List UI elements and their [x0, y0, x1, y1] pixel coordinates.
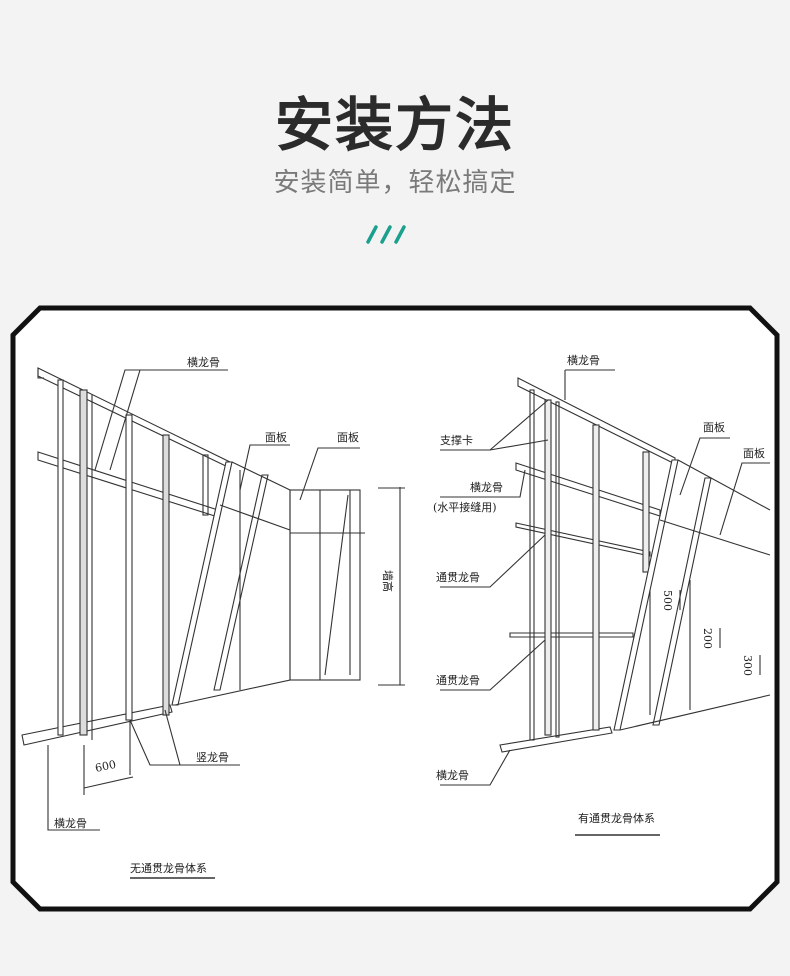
right-frame-drawing [440, 369, 771, 836]
label-brace-clip: 支撑卡 [440, 433, 473, 447]
label-bottom-rail: 横龙骨 [436, 768, 469, 782]
label-panel: 面板 [703, 420, 725, 434]
label-spacing-600: 600 [94, 758, 117, 775]
diagram-frame [10, 305, 780, 912]
label-panel: 面板 [265, 430, 287, 444]
label-stud: 竖龙骨 [196, 751, 229, 764]
page-title: 安装方法 [274, 91, 515, 159]
label-through-channel: 通贯龙骨 [436, 571, 480, 584]
label-dim-300: 300 [741, 655, 754, 676]
label-panel: 面板 [337, 430, 359, 444]
caption-with-through-channel: 有通贯龙骨体系 [578, 811, 655, 825]
caption-no-through-channel: 无通贯龙骨体系 [130, 861, 207, 875]
label-dim-500: 500 [661, 590, 674, 611]
label-dim-200: 200 [701, 628, 714, 649]
label-mid-rail-note: (水平接缝用) [433, 500, 497, 514]
label-top-rail: 横龙骨 [187, 355, 220, 369]
left-frame-drawing [21, 367, 405, 879]
page-subtitle: 安装简单，轻松搞定 [273, 168, 517, 198]
label-bottom-rail: 横龙骨 [54, 816, 87, 830]
label-mid-rail: 横龙骨 [470, 480, 503, 494]
decorative-slashes-icon [366, 225, 406, 244]
label-top-rail: 横龙骨 [567, 353, 600, 367]
label-wall-height: 墙高 [381, 570, 395, 592]
label-through-channel: 通贯龙骨 [436, 674, 480, 687]
label-panel: 面板 [743, 446, 765, 460]
